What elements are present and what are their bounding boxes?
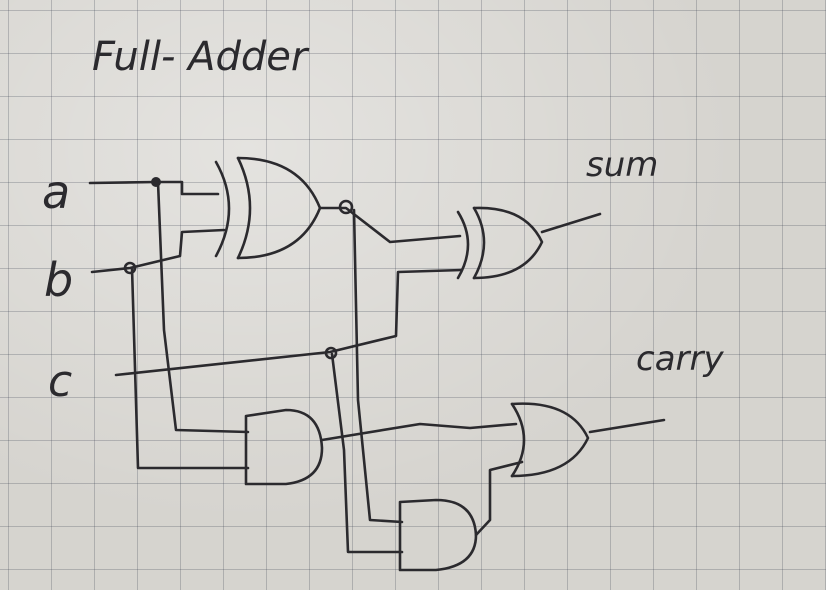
output-label-carry: carry (636, 339, 724, 379)
junction-xor-out (338, 199, 354, 215)
junction-a (151, 177, 161, 187)
xor-gate-2 (456, 206, 544, 280)
junction-b (123, 261, 137, 275)
junctions (123, 177, 354, 360)
and-gate-1 (244, 408, 324, 486)
output-label-sum: sum (586, 145, 658, 185)
input-label-b: b (44, 253, 73, 307)
xor-gate-1 (214, 156, 322, 260)
input-label-c: c (48, 356, 72, 407)
or-gate (510, 402, 590, 478)
and-gate-2 (398, 498, 478, 572)
input-label-a: a (42, 165, 70, 219)
diagram-title: Full- Adder (92, 34, 310, 80)
junction-c (324, 346, 338, 360)
wires (88, 180, 666, 554)
